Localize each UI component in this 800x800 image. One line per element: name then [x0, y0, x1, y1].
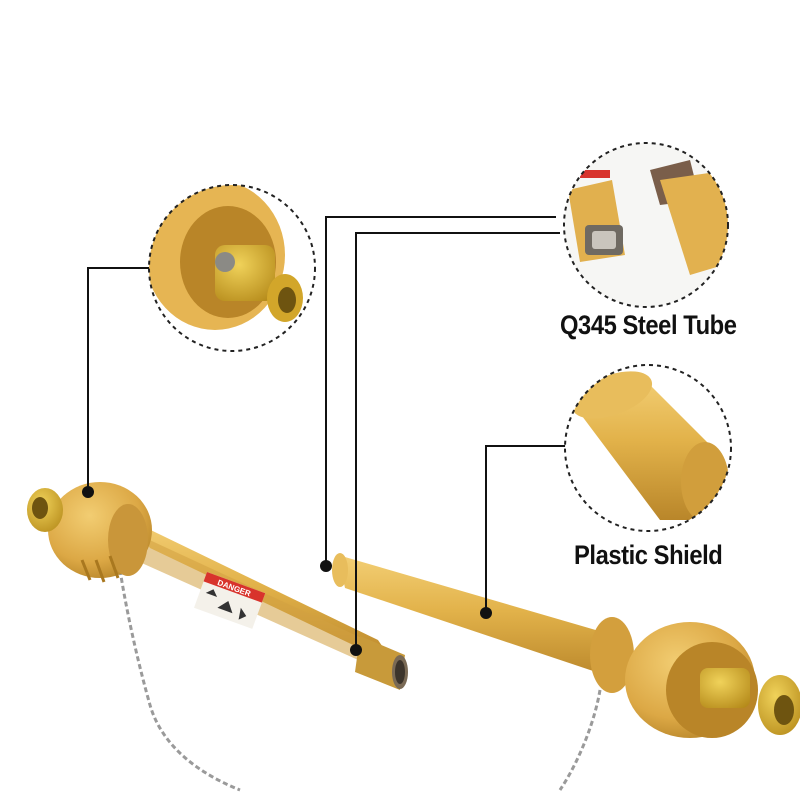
right-shaft [320, 553, 800, 791]
safety-chain-right [558, 689, 602, 791]
right-universal-joint [700, 668, 800, 735]
callout-leader-lines [87, 216, 566, 650]
danger-warning-sticker: DANGER [194, 572, 266, 629]
callout-circle-steel-tube [563, 142, 729, 308]
safety-chain-left [118, 569, 241, 792]
steel-tube-callout-label: Q345 Steel Tube [560, 310, 737, 340]
callout-circle-yoke-detail [148, 184, 316, 352]
plastic-shield-callout-label: Plastic Shield [574, 540, 723, 570]
callout-circle-plastic-shield [564, 364, 732, 532]
left-shaft: DANGER [27, 482, 408, 792]
